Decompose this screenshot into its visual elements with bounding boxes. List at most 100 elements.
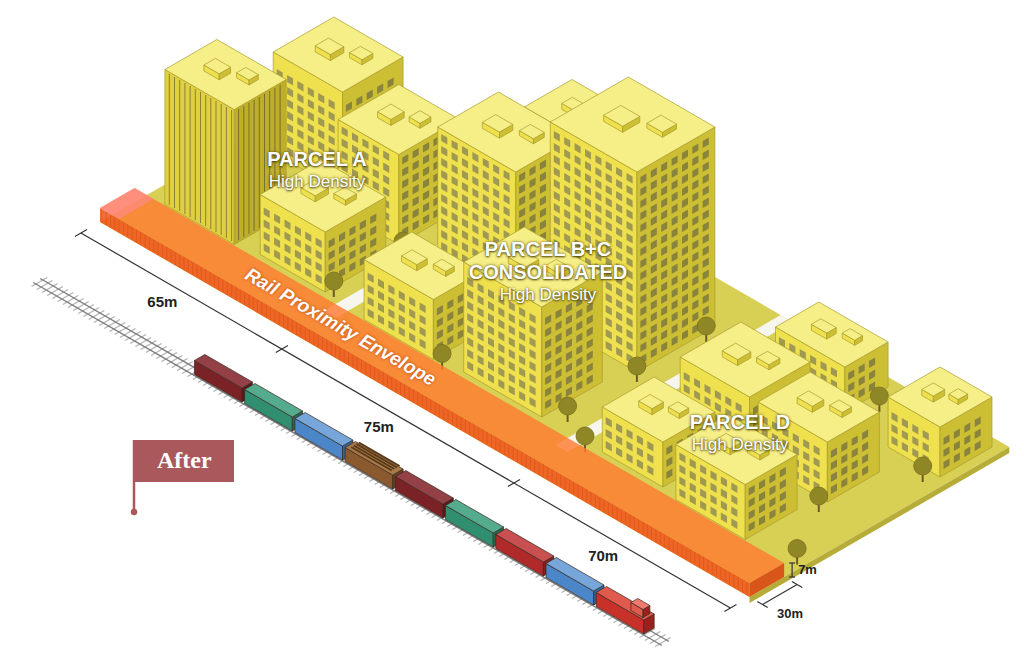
- window: [368, 309, 374, 320]
- window: [295, 238, 301, 249]
- envelope-hatch: [738, 577, 739, 590]
- window: [452, 224, 458, 235]
- window: [575, 227, 581, 238]
- window: [606, 417, 612, 428]
- building-roof: [438, 92, 577, 172]
- envelope-hatch: [296, 322, 297, 335]
- window: [862, 430, 868, 441]
- building-roof: [922, 383, 945, 396]
- window: [731, 519, 737, 530]
- envelope-hatch: [426, 397, 427, 410]
- glass-mullion: [259, 97, 260, 228]
- window: [488, 325, 494, 336]
- window: [587, 339, 593, 350]
- window: [458, 305, 464, 316]
- envelope-hatch: [261, 302, 262, 315]
- envelope-hatch: [543, 465, 544, 478]
- window: [349, 250, 355, 261]
- window: [692, 168, 698, 179]
- window: [564, 137, 570, 148]
- window: [478, 343, 484, 354]
- window: [859, 364, 865, 375]
- window: [575, 215, 581, 226]
- window: [493, 164, 499, 175]
- dimension-tick: [276, 346, 288, 353]
- glass-mullion: [210, 98, 211, 229]
- building-roof: [647, 115, 677, 132]
- window: [703, 294, 709, 305]
- window: [378, 279, 384, 290]
- window: [661, 282, 667, 293]
- envelope-hatch: [339, 347, 340, 360]
- envelope-hatch: [591, 492, 592, 505]
- window: [892, 412, 898, 423]
- window: [661, 210, 667, 221]
- window: [721, 489, 727, 500]
- window: [692, 156, 698, 167]
- dimension-label: 75m: [364, 419, 394, 436]
- window: [554, 131, 560, 142]
- window: [640, 186, 646, 197]
- window: [694, 378, 700, 389]
- window: [759, 503, 765, 514]
- window: [587, 363, 593, 374]
- window: [679, 477, 685, 488]
- tree-crown: [870, 387, 888, 405]
- window: [711, 483, 717, 494]
- glass-mullion: [184, 83, 185, 214]
- envelope-hatch: [127, 225, 128, 238]
- window: [637, 459, 643, 470]
- window: [679, 489, 685, 500]
- window: [493, 212, 499, 223]
- window: [780, 467, 786, 478]
- window: [749, 485, 755, 496]
- window: [616, 179, 622, 190]
- window: [852, 460, 858, 471]
- window: [640, 330, 646, 341]
- window: [682, 210, 688, 221]
- window: [467, 337, 473, 348]
- building-roof: [722, 343, 751, 360]
- envelope-hatch: [136, 230, 137, 243]
- window: [368, 285, 374, 296]
- window: [367, 90, 373, 101]
- window: [530, 373, 536, 384]
- window: [318, 93, 324, 104]
- window: [329, 135, 335, 146]
- window: [441, 146, 447, 157]
- building-roof: [165, 40, 286, 110]
- dimension-label: 7m: [798, 563, 817, 577]
- window: [721, 513, 727, 524]
- window: [378, 315, 384, 326]
- window: [848, 382, 854, 393]
- window: [703, 174, 709, 185]
- building-roof: [395, 471, 453, 505]
- window: [666, 469, 672, 480]
- window: [420, 315, 426, 326]
- envelope-end-tint: [100, 188, 154, 219]
- envelope-hatch: [703, 557, 704, 570]
- window: [462, 158, 468, 169]
- window: [545, 375, 551, 386]
- window: [420, 303, 426, 314]
- envelope-hatch: [365, 362, 366, 375]
- window: [467, 361, 473, 372]
- envelope-hatch: [110, 215, 111, 228]
- envelope-hatch: [101, 210, 102, 223]
- window: [575, 143, 581, 154]
- dimension-tick: [789, 562, 795, 563]
- window: [530, 325, 536, 336]
- dimension-tick: [757, 602, 767, 608]
- window: [373, 181, 379, 192]
- window: [545, 351, 551, 362]
- envelope-hatch: [552, 470, 553, 483]
- window: [472, 188, 478, 199]
- window: [637, 447, 643, 458]
- window: [661, 306, 667, 317]
- window: [647, 465, 653, 476]
- window: [585, 161, 591, 172]
- window: [452, 200, 458, 211]
- window: [672, 156, 678, 167]
- window: [566, 327, 572, 338]
- tree-crown: [628, 357, 646, 375]
